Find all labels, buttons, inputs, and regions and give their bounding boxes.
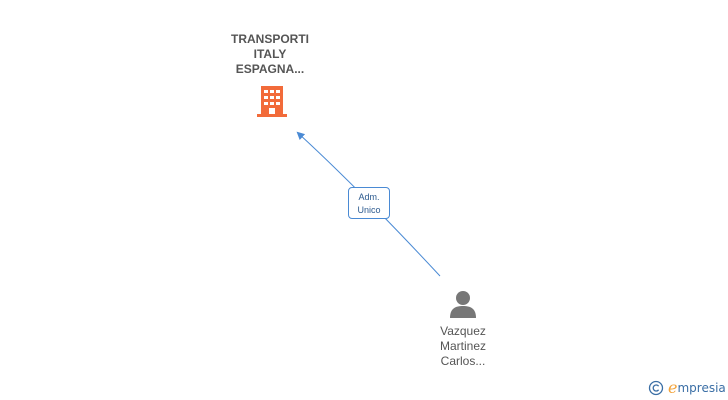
brand-logo-initial: e: [668, 378, 678, 397]
person-name-line-1: Vazquez: [440, 324, 486, 338]
person-name-line-2: Martinez: [439, 339, 486, 353]
role-line-1: Adm.: [358, 192, 380, 202]
copyright-icon: [648, 380, 664, 396]
brand-logo-text: mpresia: [677, 381, 726, 395]
role-line-2: Unico: [357, 205, 381, 215]
company-name[interactable]: TRANSPORTI ITALY ESPAGNA...: [205, 32, 335, 77]
brand-watermark: e mpresia: [648, 378, 726, 398]
person-name[interactable]: Vazquez Martinez Carlos...: [408, 324, 518, 369]
person-icon[interactable]: [448, 289, 478, 319]
company-name-line-3: ESPAGNA...: [235, 62, 305, 76]
company-name-line-1: TRANSPORTI: [231, 32, 309, 46]
company-name-line-2: ITALY: [253, 47, 287, 61]
role-badge[interactable]: Adm. Unico: [348, 187, 390, 219]
person-name-line-3: Carlos...: [440, 354, 486, 368]
building-icon[interactable]: [255, 84, 289, 118]
